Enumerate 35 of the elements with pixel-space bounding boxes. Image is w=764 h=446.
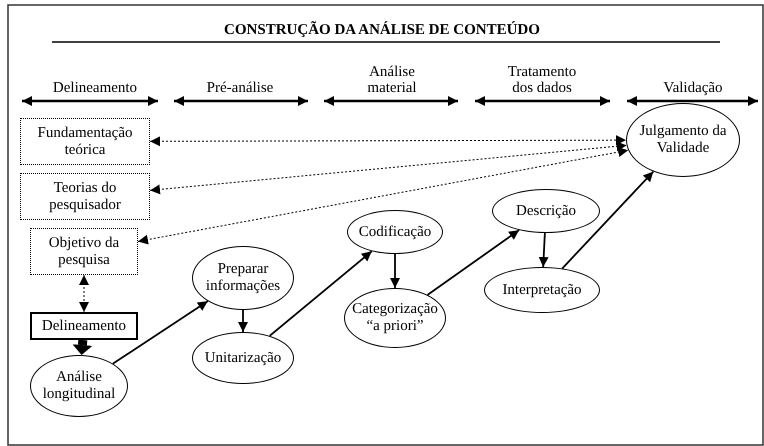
dotted-box <box>20 118 150 165</box>
phase-label: Análise material <box>366 64 418 96</box>
arrow <box>238 310 248 332</box>
node-label: Análise longitudinal <box>42 369 116 403</box>
node-label: Julgamento da Validade <box>638 123 728 157</box>
dotted-arrow <box>150 135 626 146</box>
arrow <box>390 254 400 288</box>
node-label: Codificação <box>358 224 432 240</box>
node-label: Categorização “a priori” <box>351 301 439 335</box>
node-label: Interpretação <box>502 282 582 298</box>
phase-label: Tratamento dos dados <box>506 64 578 96</box>
arrow <box>562 170 654 270</box>
dotted-arrow <box>150 141 628 194</box>
phase-label: Delineamento <box>52 80 138 96</box>
process-box <box>30 312 138 340</box>
phase-label: Validação <box>662 80 724 96</box>
diagram-title: CONSTRUÇÃO DA ANÁLISE DE CONTEÚDO <box>223 22 541 39</box>
arrow <box>538 232 549 268</box>
node-label: Fundamentação teórica <box>36 124 134 158</box>
dotted-box <box>30 228 138 275</box>
node-label: Preparar informações <box>204 261 282 295</box>
node-label: Teorias do pesquisador <box>48 180 122 214</box>
arrow <box>112 300 208 364</box>
dotted-box <box>20 173 150 220</box>
node-label: Delineamento <box>42 318 126 334</box>
node-label: Descrição <box>516 202 576 220</box>
process-ellipse <box>492 189 600 233</box>
arrow <box>269 250 372 337</box>
arrow <box>427 229 520 296</box>
phase-label: Pré-análise <box>206 80 274 96</box>
node-label: Unitarização <box>204 350 282 366</box>
dotted-arrow <box>138 147 629 245</box>
node-label: Objetivo da pesquisa <box>48 234 120 268</box>
dotted-arrow <box>79 274 89 312</box>
thick-arrow <box>72 340 92 356</box>
